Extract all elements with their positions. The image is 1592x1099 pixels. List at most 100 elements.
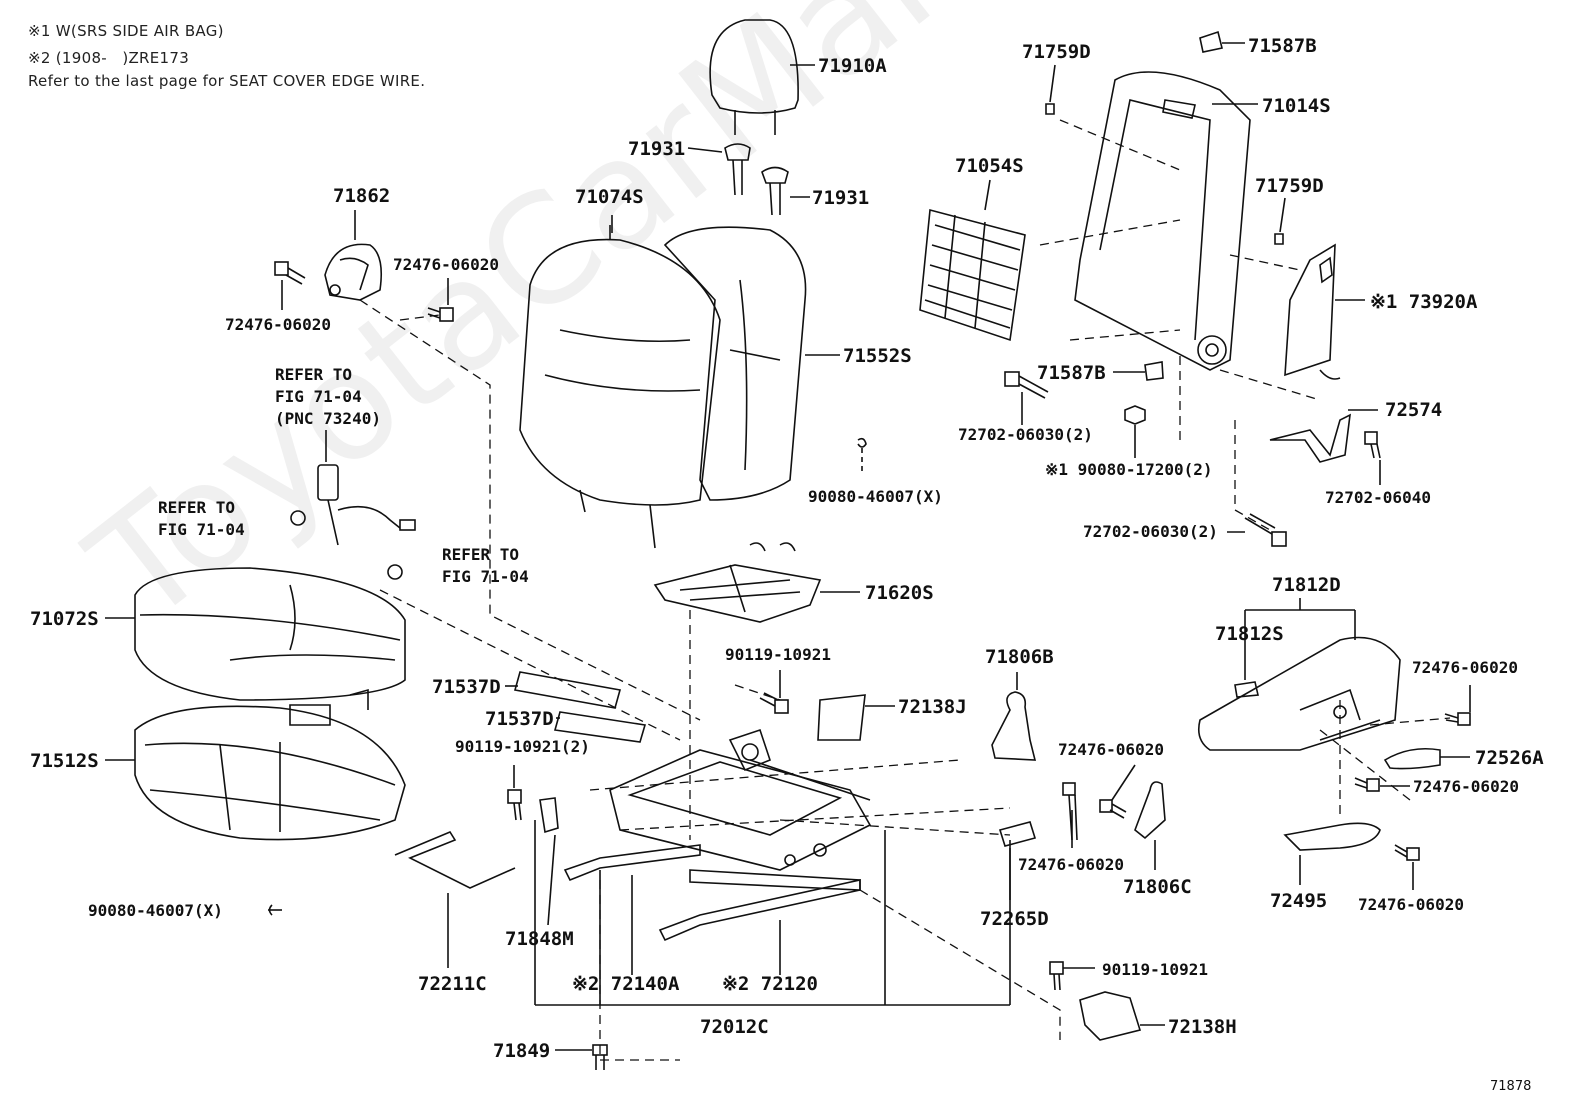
bolt-72476-a — [274, 261, 306, 285]
label-72702-06040: 72702-06040 — [1325, 488, 1431, 507]
bolt-72702-06040 — [1364, 431, 1381, 459]
label-71537d-2: 71537D — [485, 708, 554, 730]
cushion-edge-wire — [394, 830, 516, 889]
seat-shield-71812d — [1197, 636, 1401, 751]
label-71806b: 71806B — [985, 646, 1054, 668]
grommet-2 — [387, 564, 403, 580]
part-labels: 71910A 71931 71931 71074S 71552S 71862 7… — [30, 35, 1544, 1094]
label-71587b-2: 71587B — [1037, 362, 1106, 384]
bracket-72574 — [1269, 413, 1351, 463]
knob-72526a — [1383, 747, 1441, 770]
headrest-support-2 — [761, 166, 789, 216]
label-71759d-1: 71759D — [1022, 41, 1091, 63]
spring-71806b — [991, 691, 1037, 761]
note-model-range: ※2 (1908- )ZRE173 — [28, 49, 190, 67]
bracket-71806c — [1134, 781, 1166, 840]
label-71759d-2: 71759D — [1255, 175, 1324, 197]
cover-72138h — [1079, 991, 1142, 1041]
label-71806c: 71806C — [1123, 876, 1192, 898]
label-71931-a: 71931 — [628, 138, 685, 160]
hog-ring — [857, 437, 867, 448]
label-72140a: ※2 72140A — [572, 973, 680, 995]
seat-track-72140a — [563, 844, 701, 882]
headrest-support-1 — [724, 143, 751, 196]
lever-72495 — [1283, 822, 1381, 851]
clip-71848m — [539, 797, 559, 834]
label-71931-b: 71931 — [812, 187, 869, 209]
label-72476-left: 72476-06020 — [225, 315, 331, 334]
nut-90080-17200 — [1124, 405, 1146, 425]
tape-71537d-2 — [553, 711, 647, 743]
seat-adjuster — [609, 728, 872, 891]
label-73920a: ※1 73920A — [1370, 291, 1478, 313]
label-72265d: 72265D — [980, 908, 1049, 930]
label-90119-c: 90119-10921 — [1102, 960, 1208, 979]
grommet-1 — [290, 510, 306, 526]
ref1-line3: (PNC 73240) — [275, 409, 381, 428]
seatback-frame — [1074, 71, 1251, 371]
seatback-spring-mat — [919, 208, 1026, 342]
ref2-line2: FIG 71-04 — [158, 520, 245, 539]
figure-id: 71878 — [1490, 1079, 1531, 1094]
bolt-90119-b — [507, 789, 522, 821]
bolt-72476-e — [1444, 712, 1471, 726]
bolt-72476-b — [427, 307, 454, 322]
label-72138h: 72138H — [1168, 1016, 1237, 1038]
label-71849: 71849 — [493, 1040, 550, 1062]
label-71054s: 71054S — [955, 155, 1024, 177]
bolt-72476-d — [1099, 799, 1127, 819]
label-72012c: 72012C — [700, 1016, 769, 1038]
label-72476-d: 72476-06020 — [1018, 855, 1124, 874]
assembly-lines — [359, 119, 1451, 1061]
label-72702-06030-a: 72702-06030(2) — [958, 425, 1093, 444]
label-72476-top: 72476-06020 — [393, 255, 499, 274]
label-71552s: 71552S — [843, 345, 912, 367]
label-72476-e: 72476-06020 — [1412, 658, 1518, 677]
label-71074s: 71074S — [575, 186, 644, 208]
label-72476-c: 72476-06020 — [1058, 740, 1164, 759]
label-72120: ※2 72120 — [722, 973, 818, 995]
label-71910a: 71910A — [818, 55, 887, 77]
pad-71587b-1 — [1199, 30, 1223, 53]
bolt-72702-06030-a — [1004, 371, 1049, 399]
label-72476-g: 72476-06020 — [1358, 895, 1464, 914]
label-72476-f: 72476-06020 — [1413, 777, 1519, 796]
bolt-90119-a — [759, 692, 789, 714]
label-71587b-1: 71587B — [1248, 35, 1317, 57]
callout-lines — [534, 820, 1011, 1006]
ref2-line1: REFER TO — [158, 498, 235, 517]
label-71512s: 71512S — [30, 750, 99, 772]
seat-cushion-pad — [134, 705, 406, 841]
bolt-90119-c — [1049, 961, 1064, 991]
bolt-72476-g — [1394, 844, 1420, 861]
label-71537d-1: 71537D — [432, 676, 501, 698]
seat-cushion-cover — [134, 567, 406, 701]
label-72702-06030-b: 72702-06030(2) — [1083, 522, 1218, 541]
note-airbag: ※1 W(SRS SIDE AIR BAG) — [28, 22, 224, 40]
label-72526a: 72526A — [1475, 747, 1544, 769]
ref3-line1: REFER TO — [442, 545, 519, 564]
label-72495: 72495 — [1270, 890, 1327, 912]
bracket-72265d — [998, 821, 1037, 847]
side-airbag — [1284, 243, 1341, 380]
label-71848m: 71848M — [505, 928, 574, 950]
ref1-line2: FIG 71-04 — [275, 387, 362, 406]
tape-71537d-1 — [513, 671, 622, 709]
clip-71759d-1 — [1045, 103, 1055, 115]
clip-71812s — [1234, 681, 1259, 698]
label-71812s: 71812S — [1215, 623, 1284, 645]
label-71014s: 71014S — [1262, 95, 1331, 117]
seatback-pad — [663, 226, 807, 501]
label-90080-17200: ※1 90080-17200(2) — [1045, 460, 1213, 479]
hog-ring-2 — [268, 904, 273, 916]
pad-71587b-2 — [1144, 361, 1164, 381]
bolt-72476-c — [1062, 782, 1078, 841]
clip-71759d-2 — [1274, 233, 1284, 245]
label-72138j: 72138J — [898, 696, 967, 718]
label-72211c: 72211C — [418, 973, 487, 995]
label-90119-b: 90119-10921(2) — [455, 737, 590, 756]
label-71862: 71862 — [333, 185, 390, 207]
label-90080-46007-a: 90080-46007(X) — [808, 487, 943, 506]
seatbelt-buckle — [317, 464, 416, 546]
